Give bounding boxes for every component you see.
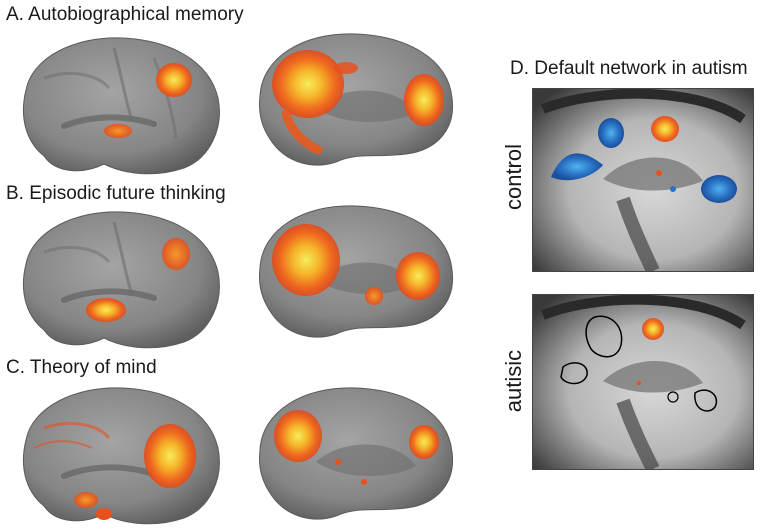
activation-spot	[272, 50, 344, 118]
activation-spot	[144, 424, 196, 488]
panel-d-title: D. Default network in autism	[510, 58, 748, 79]
activation-spot	[104, 124, 132, 138]
activation-spot	[274, 410, 322, 462]
deactivation-spot	[551, 153, 603, 181]
outline-region	[585, 315, 623, 358]
mri-autistic-image	[532, 294, 754, 470]
lateral-brain-c	[23, 387, 220, 525]
control-label: control	[501, 143, 526, 211]
activation-spot	[642, 318, 664, 340]
autistic-label: autisic	[501, 349, 526, 413]
activation-spot	[396, 252, 440, 300]
panel-c-title: C. Theory of mind	[6, 357, 157, 378]
activation-spot	[409, 425, 439, 459]
panel-b-title: B. Episodic future thinking	[6, 183, 226, 204]
medial-brain-c	[259, 387, 454, 520]
mri-control-image	[532, 88, 754, 272]
lateral-brain-b	[23, 211, 220, 349]
activation-spot	[156, 63, 192, 97]
activation-spot	[162, 238, 190, 270]
deactivation-spot	[598, 118, 624, 148]
activation-spot	[651, 116, 679, 142]
activation-spot	[404, 74, 444, 126]
deactivation-spot	[701, 175, 737, 203]
activation-spot	[272, 224, 340, 296]
outline-region	[694, 389, 718, 412]
activation-spot	[86, 298, 126, 322]
panel-a-title: A. Autobiographical memory	[6, 4, 244, 25]
activation-spot	[74, 492, 98, 508]
outline-region	[560, 362, 588, 385]
activation-spot	[365, 287, 383, 305]
medial-brain-a	[259, 33, 454, 166]
medial-brain-b	[259, 205, 454, 338]
lateral-brain-a	[23, 37, 220, 175]
